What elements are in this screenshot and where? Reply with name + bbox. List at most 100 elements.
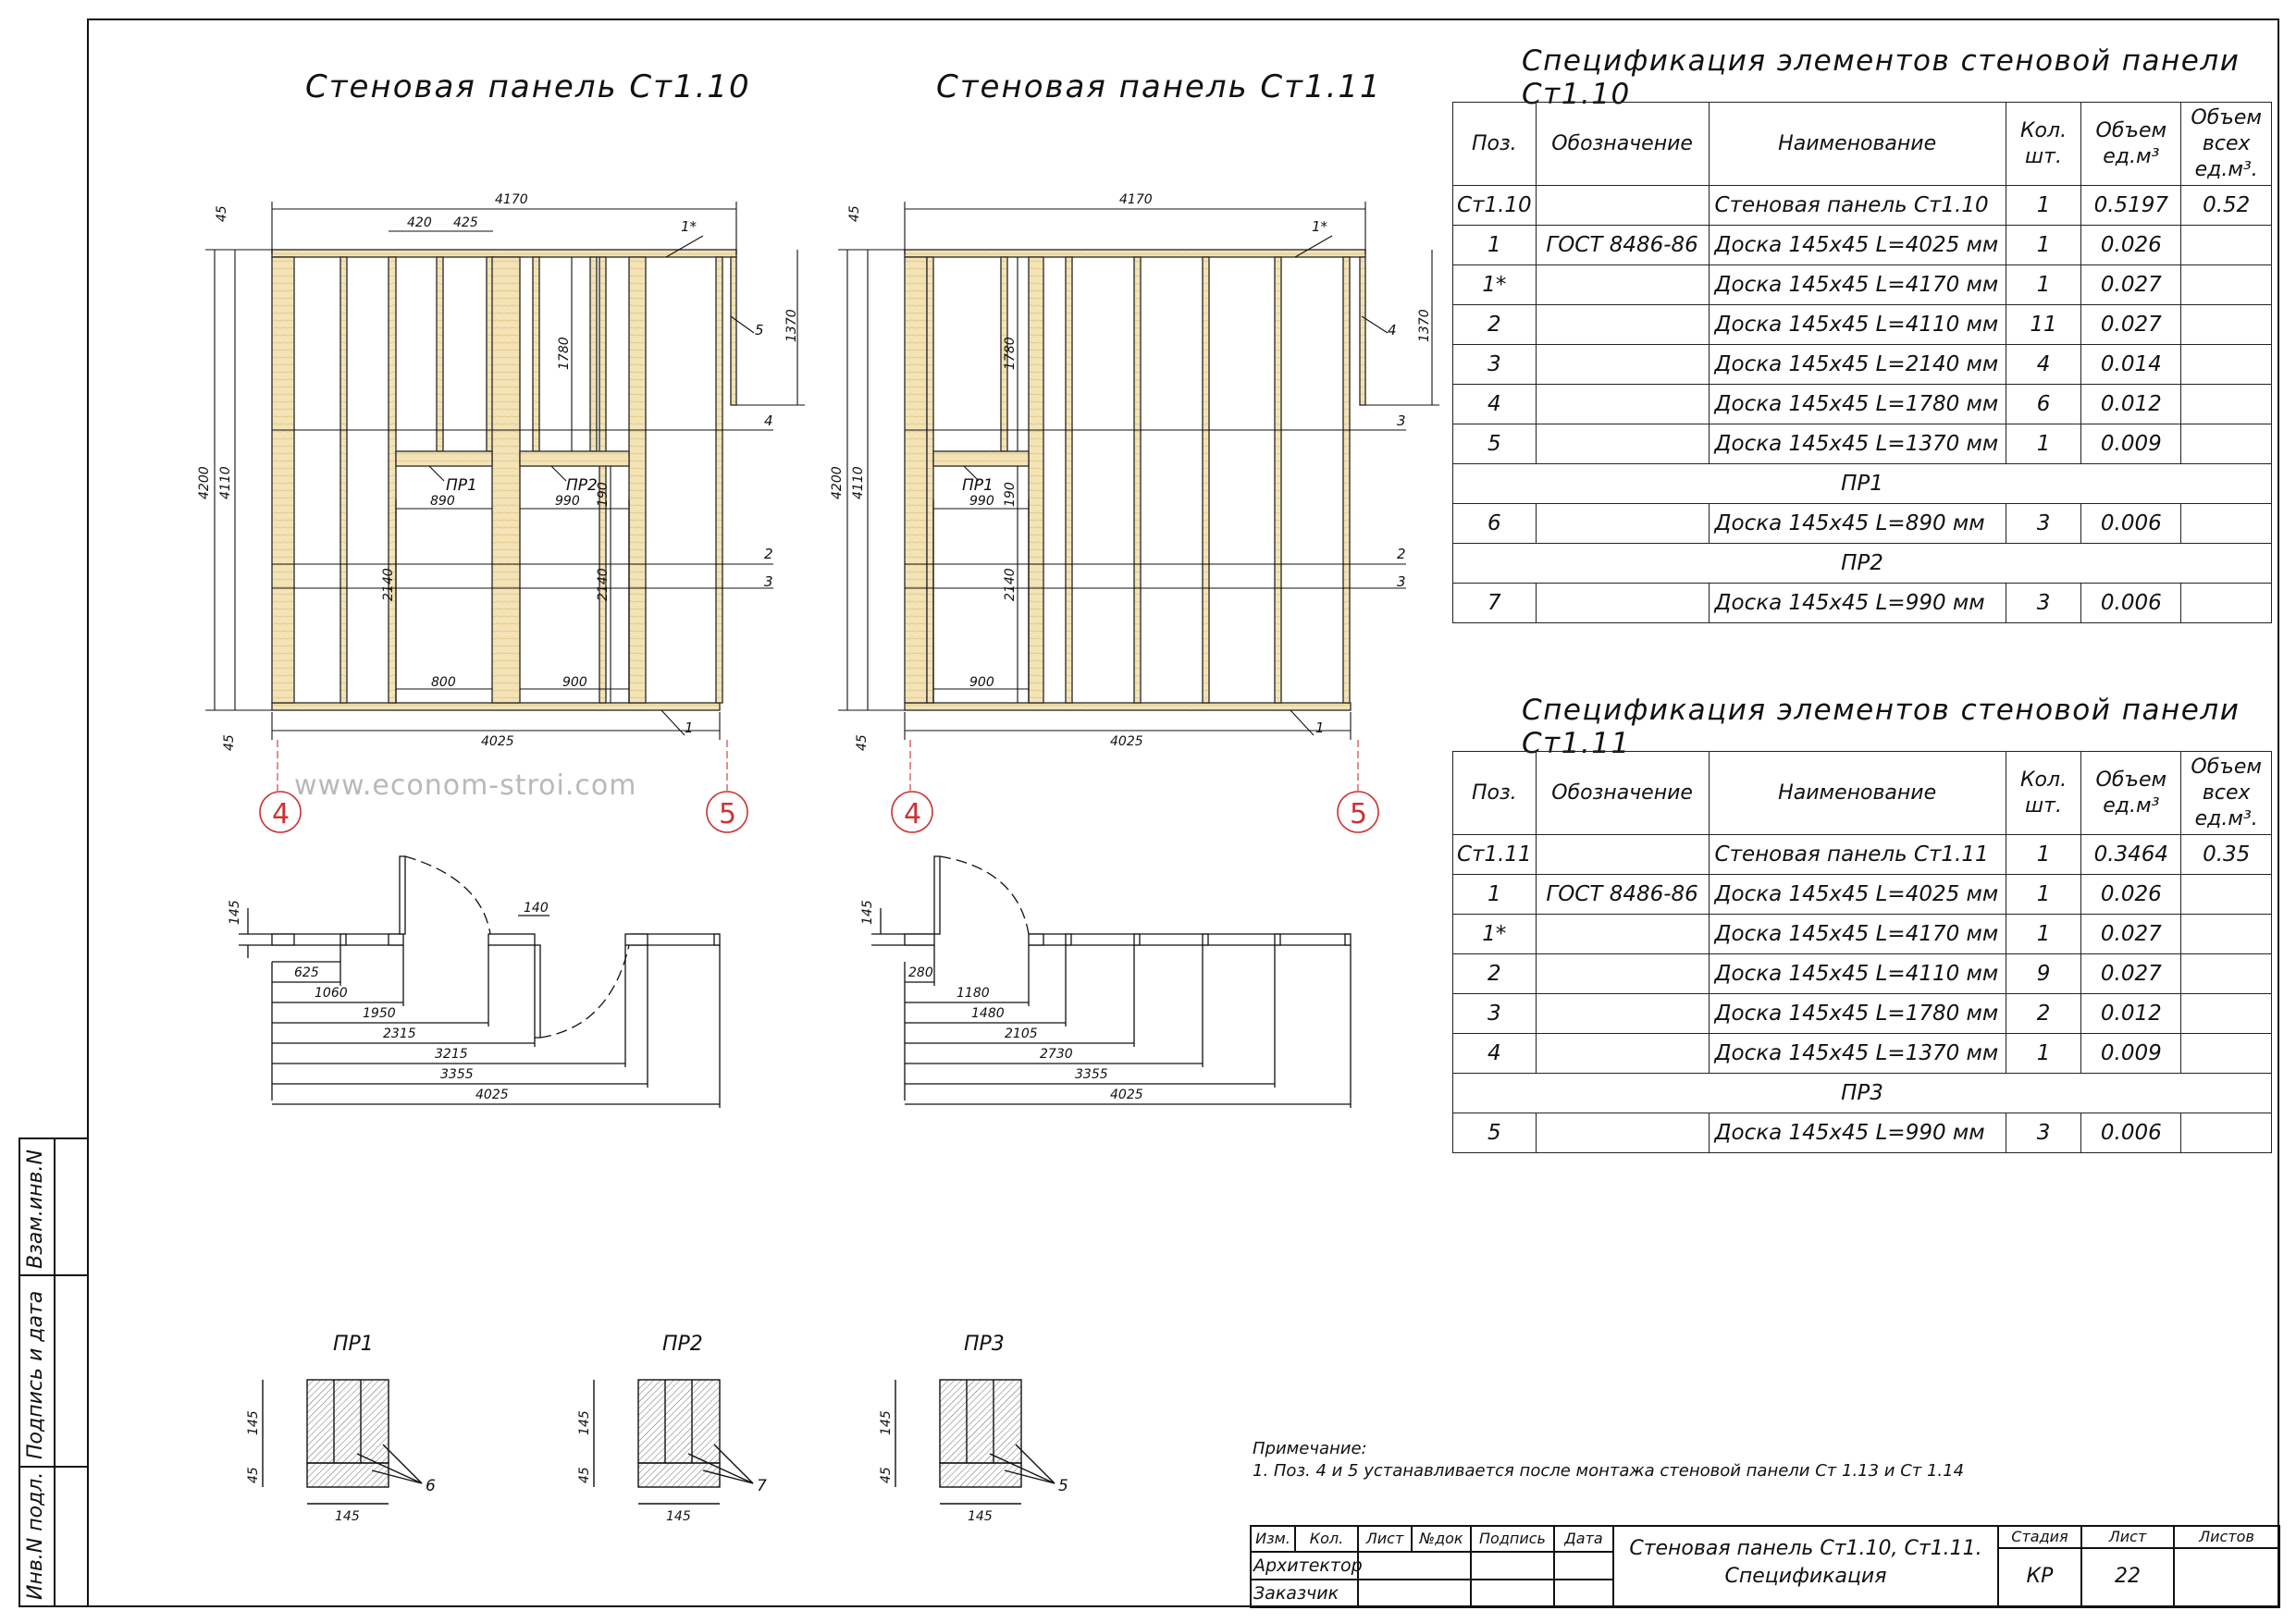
spec-cell-vol: 0.3464 <box>2080 834 2182 875</box>
plan1-dim-4: 3215 <box>435 1047 468 1062</box>
p1-pos-4: 4 <box>764 412 773 429</box>
plan2-dim-3: 2730 <box>1040 1047 1073 1062</box>
p1-stud <box>715 256 723 704</box>
stamp-stage: КР <box>2026 1565 2054 1588</box>
p2-stud <box>1065 256 1073 704</box>
spec-cell-pos: 5 <box>1452 1113 1537 1153</box>
p2-pos-4: 4 <box>1388 322 1397 338</box>
spec-cell-qty: 11 <box>2005 304 2082 345</box>
spec-group-cell: ПР1 <box>1452 463 2272 504</box>
stamp-col-ndok: №док <box>1419 1530 1463 1547</box>
p1-pos-1star: 1* <box>681 218 697 235</box>
spec-cell-vol: 0.027 <box>2080 264 2182 305</box>
spec-cell-volall <box>2180 914 2272 954</box>
p2-stud-4 <box>1359 256 1366 406</box>
p1-dim-890: 890 <box>430 494 455 509</box>
p2-stud <box>1133 256 1142 704</box>
spec-cell-pos: 1* <box>1452 264 1537 305</box>
spec-cell-oboz <box>1535 953 1710 994</box>
section-pr2-pos: 7 <box>757 1477 767 1495</box>
p2-dim-45-bottom: 45 <box>855 734 870 751</box>
section-pr1-title: ПР1 <box>333 1333 374 1356</box>
p1-stud <box>589 256 598 452</box>
stamp-sheet: 22 <box>2115 1565 2141 1588</box>
spec-cell-name: Доска 145х45 L=4170 мм <box>1708 264 2006 305</box>
spec-cell-volall <box>2180 424 2272 464</box>
watermark: www.econom-stroi.com <box>294 769 637 802</box>
p1-dim-1370: 1370 <box>784 309 799 342</box>
spec-cell-volall <box>2180 503 2272 544</box>
spec-cell-oboz: ГОСТ 8486-86 <box>1535 225 1710 265</box>
section-pr2 <box>593 1379 754 1505</box>
spec-cell-qty: 1 <box>2005 424 2082 464</box>
p1-stud <box>339 256 348 704</box>
plan1-text: 145 140 625 1060 1950 2315 3215 3355 402… <box>228 900 549 1102</box>
drawings-svg: 4170 420 425 4025 45 4200 4110 45 1370 1… <box>197 192 1439 1524</box>
spec-cell-oboz <box>1535 914 1710 954</box>
p2-dim-900: 900 <box>969 675 994 690</box>
spec-cell-vol: 0.012 <box>2080 384 2182 424</box>
p1-top-board <box>271 249 737 258</box>
spec-cell-qty: 1 <box>2005 225 2082 265</box>
p2-dim-990: 990 <box>969 494 994 509</box>
p2-dim-1780: 1780 <box>1003 337 1018 370</box>
spec-cell-pos: Ст1.10 <box>1452 185 1537 226</box>
spec1-header-row: Поз. Обозначение Наименование Кол. шт. О… <box>1452 102 2272 186</box>
stamp-col-izm: Изм. <box>1255 1530 1290 1547</box>
spec-cell-vol: 0.027 <box>2080 304 2182 345</box>
note-block: Примечание: 1. Поз. 4 и 5 устанавливаетс… <box>1253 1438 1964 1482</box>
spec-cell-vol: 0.006 <box>2080 503 2182 544</box>
spec-cell-volall <box>2180 993 2272 1034</box>
spec2-col-name: Наименование <box>1708 751 2006 835</box>
stamp-title-2: Спецификация <box>1724 1565 1887 1588</box>
plan2-dim-4: 3355 <box>1075 1067 1108 1082</box>
spec-cell-pos: 6 <box>1452 503 1537 544</box>
p1-stud <box>271 256 295 704</box>
spec-cell-qty: 1 <box>2005 1033 2082 1074</box>
p2-pos-1star: 1* <box>1312 218 1328 235</box>
spec-cell-oboz <box>1535 993 1710 1034</box>
spec-cell-oboz <box>1535 424 1710 464</box>
spec-cell-pos: 3 <box>1452 993 1537 1034</box>
p2-stud <box>1028 256 1044 704</box>
section-pr1 <box>262 1379 423 1505</box>
spec-row: ПР1 <box>1452 463 2272 504</box>
p2-dim-4110: 4110 <box>851 466 866 499</box>
section-pr2-h: 145 <box>577 1410 592 1435</box>
spec-cell-volall: 0.35 <box>2180 834 2272 875</box>
p1-dim-1780: 1780 <box>557 337 572 370</box>
spec-cell-name: Доска 145х45 L=4110 мм <box>1708 304 2006 345</box>
panel2-elevation <box>904 249 1366 711</box>
spec-cell-oboz <box>1535 503 1710 544</box>
spec-cell-name: Доска 145х45 L=1780 мм <box>1708 993 2006 1034</box>
spec-cell-pos: 2 <box>1452 953 1537 994</box>
spec-cell-volall: 0.52 <box>2180 185 2272 226</box>
p2-dim-1370: 1370 <box>1417 309 1432 342</box>
p1-dim-45-top: 45 <box>215 205 229 222</box>
p2-axis-4-circle <box>891 791 933 833</box>
spec-cell-oboz <box>1535 304 1710 345</box>
p1-dim-4200: 4200 <box>197 466 212 499</box>
spec-cell-vol: 0.5197 <box>2080 185 2182 226</box>
spec-cell-vol: 0.009 <box>2080 424 2182 464</box>
spec-cell-pos: 3 <box>1452 344 1537 385</box>
plan1-dim-6: 4025 <box>475 1088 509 1102</box>
p2-pos-1: 1 <box>1315 719 1325 736</box>
spec-cell-pos: 7 <box>1452 583 1537 623</box>
plan1-dim-3: 2315 <box>383 1027 416 1041</box>
spec-cell-qty: 3 <box>2005 503 2082 544</box>
p2-stud <box>1202 256 1210 704</box>
spec-cell-oboz <box>1535 583 1710 623</box>
stamp-stage-label: Стадия <box>2011 1528 2068 1545</box>
p1-dim-425: 425 <box>453 215 478 230</box>
